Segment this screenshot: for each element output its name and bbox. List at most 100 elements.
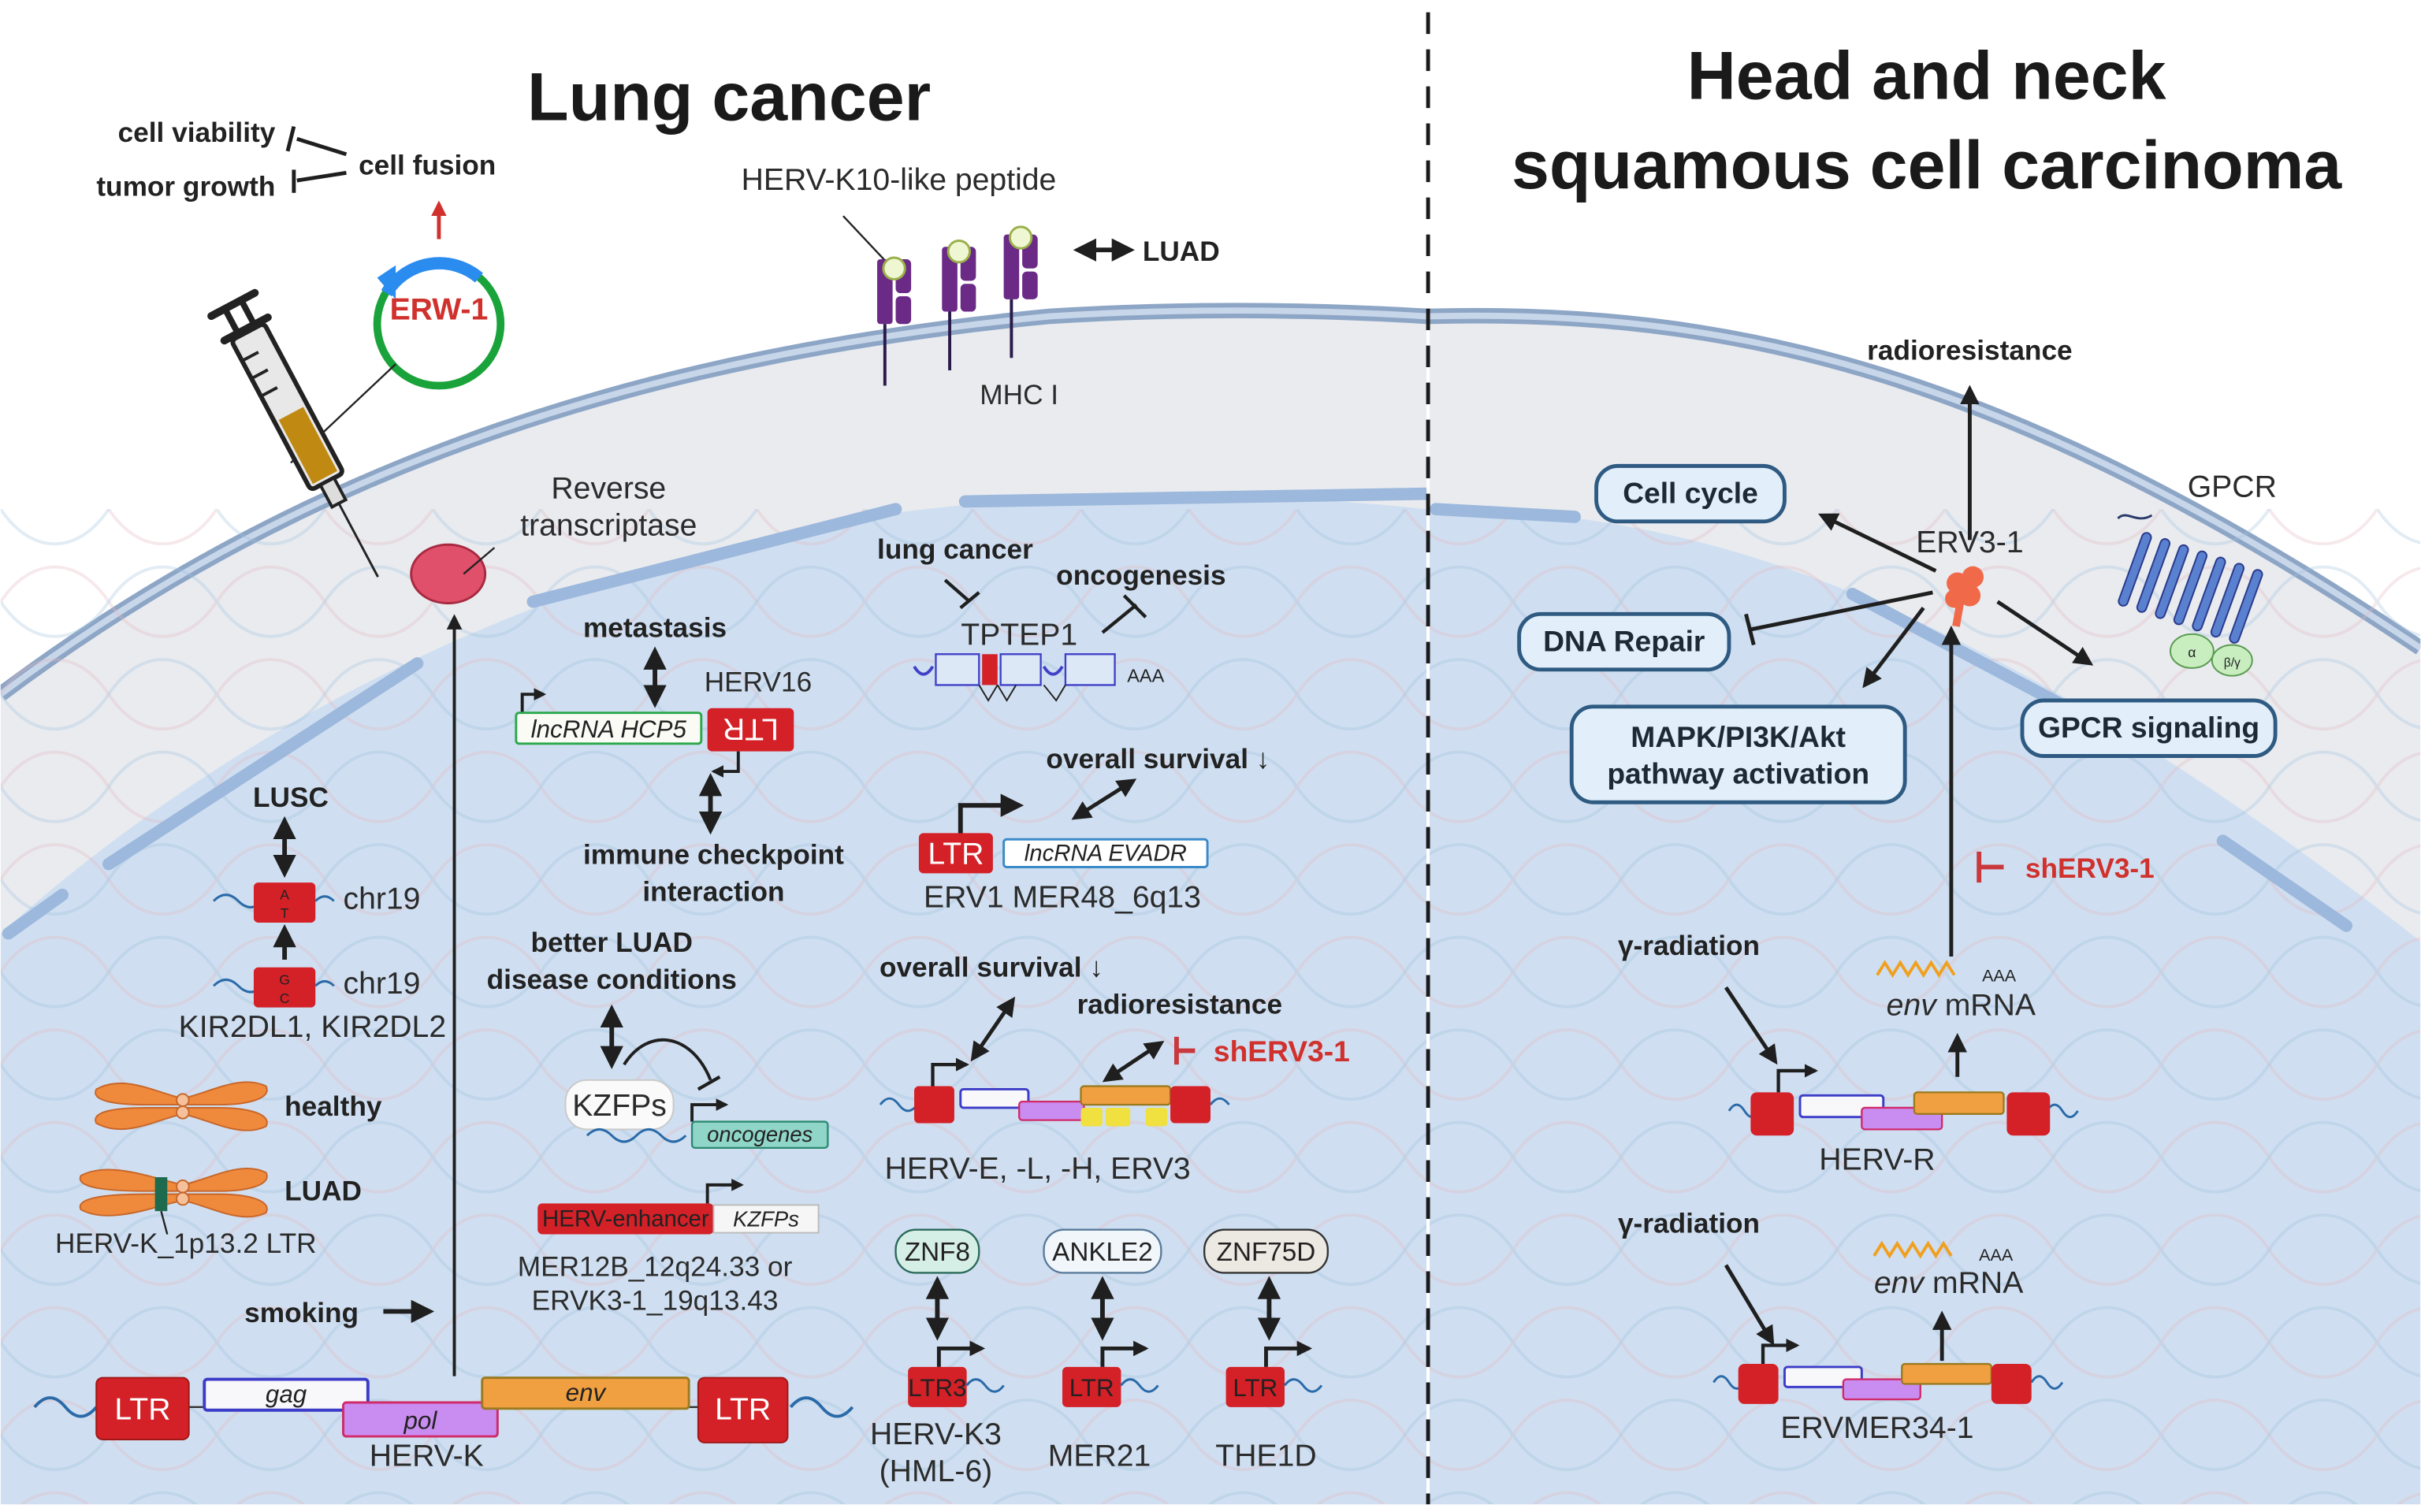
env-mrna-upper: env mRNA — [1887, 988, 2036, 1022]
znf75d-protein — [1203, 1228, 1329, 1274]
ltr3-label: LTR3 — [908, 1374, 966, 1402]
cell-cycle-box: Cell cycle — [1594, 463, 1787, 524]
hnscc-radioresistance-label: radioresistance — [1867, 335, 2072, 366]
hervk-pol-label: pol — [404, 1406, 438, 1434]
herv16-ltr-label: LTR — [723, 712, 779, 746]
shERV3-1-left-label: shERV3-1 — [1214, 1035, 1350, 1068]
syringe-icon — [207, 288, 379, 578]
mapk-label-2: pathway activation — [1607, 757, 1869, 790]
lusc-label: LUSC — [253, 782, 329, 813]
erv3-radioresistance-label: radioresistance — [1077, 990, 1282, 1020]
svg-text:G: G — [279, 971, 290, 987]
chr19-bottom: chr19 — [344, 967, 421, 1001]
oncogenesis-label: oncogenesis — [1056, 560, 1225, 591]
hervk-pol — [342, 1401, 499, 1438]
kzfps-protein — [564, 1079, 675, 1131]
kzfp-repress-bar — [697, 1075, 721, 1091]
hervk-gag — [203, 1377, 370, 1412]
oncogenes-label: oncogenes — [707, 1122, 813, 1146]
ltr-reverse-promoter — [711, 751, 740, 778]
dna-repair-label: DNA Repair — [1543, 624, 1705, 657]
hervk-ltr-left-label: LTR — [114, 1393, 170, 1427]
smoking-label: smoking — [244, 1298, 359, 1328]
svg-text:T: T — [281, 905, 289, 921]
herv16-label: HERV16 — [705, 667, 812, 697]
hervk-provirus — [33, 1376, 854, 1443]
gamma-arrow-upper — [1724, 986, 1778, 1065]
erv3-survival-arrow — [970, 996, 1016, 1062]
evadr-survival-label: overall survival ↓ — [1046, 744, 1270, 775]
ankle2-protein — [1043, 1228, 1162, 1274]
better-luad-2: disease conditions — [487, 964, 737, 995]
gpcr-receptor-icon: α β/γ — [2117, 514, 2263, 677]
better-luad-1: better LUAD — [530, 927, 693, 958]
svg-text:A: A — [280, 887, 289, 903]
evadr-ltr-label: LTR — [928, 838, 984, 871]
chromosome-luad-icon — [79, 1168, 268, 1218]
env-mrna-wave-lower — [1872, 1240, 1953, 1259]
cell-fusion-label: cell fusion — [359, 150, 496, 180]
left-panel-title: Lung cancer — [527, 60, 931, 136]
dnarepair-inhibit-bar — [1744, 613, 1756, 646]
tptep1-polya: AAA — [1127, 666, 1164, 686]
oncogenes-promoter — [690, 1098, 729, 1122]
evadr-locus-label: ERV1 MER48_6q13 — [924, 880, 1201, 914]
rt-label-line2: transcriptase — [520, 508, 697, 542]
herv-enhancer-box — [537, 1203, 714, 1235]
mhc-label: MHC I — [980, 380, 1058, 411]
shERV3-1-inhibit-left — [1173, 1036, 1196, 1065]
erv31-to-mapk — [1862, 607, 1925, 689]
gpcr-signaling-box: GPCR signaling — [2020, 698, 2278, 758]
erv31-inhibits-dnarepair — [1750, 590, 1933, 632]
hervk-ltr-right — [697, 1376, 789, 1443]
g-alpha-label: α — [2188, 645, 2196, 660]
lncrna-evadr-label: lncRNA EVADR — [1025, 841, 1187, 867]
right-panel-cell — [1430, 307, 2421, 1505]
kir-genes: KIR2DL1, KIR2DL2 — [179, 1010, 447, 1044]
hervk3-label: HERV-K3 — [870, 1417, 1002, 1451]
reverse-transcriptase-icon — [410, 543, 487, 605]
luad-chromosome-pointer — [160, 1210, 169, 1235]
erv3-survival-label: overall survival ↓ — [880, 953, 1103, 983]
erv31-label: ERV3-1 — [1916, 526, 2023, 559]
shERV3-1-inhibit-right — [1977, 851, 2004, 883]
hervk-env-label: env — [566, 1379, 608, 1406]
shERV3-1-right-label: shERV3-1 — [2025, 853, 2155, 884]
enhancer-loci-1: MER12B_12q24.33 or — [518, 1251, 793, 1282]
mer21-ltr-label: LTR — [1069, 1374, 1114, 1402]
ervmer34-label: ERVMER34-1 — [1780, 1411, 1973, 1445]
tumor-growth-label: tumor growth — [96, 172, 275, 202]
lncrna-hcp5-box — [515, 711, 703, 745]
chromosome-luad-label: LUAD — [284, 1176, 362, 1206]
env-mrna-wave-upper — [1876, 960, 1956, 979]
oncogenes-box — [690, 1120, 829, 1150]
peptide-label: HERV-K10-like peptide — [742, 163, 1057, 197]
znf-group-2: ZNF75D LTR THE1D — [1203, 1228, 1329, 1473]
chromosome-healthy-icon — [95, 1081, 268, 1131]
erv31-to-gpcr — [1996, 600, 2094, 666]
lung-cancer-label: lung cancer — [877, 534, 1033, 565]
svg-text:C: C — [280, 990, 290, 1006]
checkpoint-label-1: immune checkpoint — [583, 840, 844, 871]
hervk-1p13-label: HERV-K_1p13.2 LTR — [55, 1228, 317, 1259]
right-panel-title-2: squamous cell carcinoma — [1512, 128, 2342, 203]
znf-group-0: ZNF8 LTR3 HERV-K3 (HML-6) — [870, 1228, 1005, 1488]
inhibition-arrows — [285, 125, 348, 193]
the1d-label: THE1D — [1215, 1439, 1316, 1473]
hervk-env — [481, 1376, 690, 1410]
mer21-label: MER21 — [1048, 1439, 1151, 1473]
mapk-box: MAPK/PI3K/Akt pathway activation — [1569, 704, 1907, 804]
snp-top: A T — [212, 882, 335, 923]
znf8-label: ZNF8 — [905, 1238, 970, 1267]
enhancer-promoter — [705, 1179, 744, 1204]
enhancer-loci-2: ERVK3-1_19q13.43 — [532, 1285, 779, 1316]
erv3-locus-label: HERV-E, -L, -H, ERV3 — [885, 1152, 1191, 1186]
kzfp-repress-arc — [623, 1038, 712, 1081]
lung-cancer-inhibit — [943, 578, 971, 604]
polya-upper: AAA — [1982, 966, 2017, 985]
rt-pointer — [463, 547, 496, 575]
rt-label-line1: Reverse — [551, 471, 666, 505]
lung-cancer-inhibit-bar — [959, 591, 980, 610]
oncogenesis-inhibit — [1101, 603, 1138, 634]
mhc-luad-label: LUAD — [1143, 236, 1220, 267]
